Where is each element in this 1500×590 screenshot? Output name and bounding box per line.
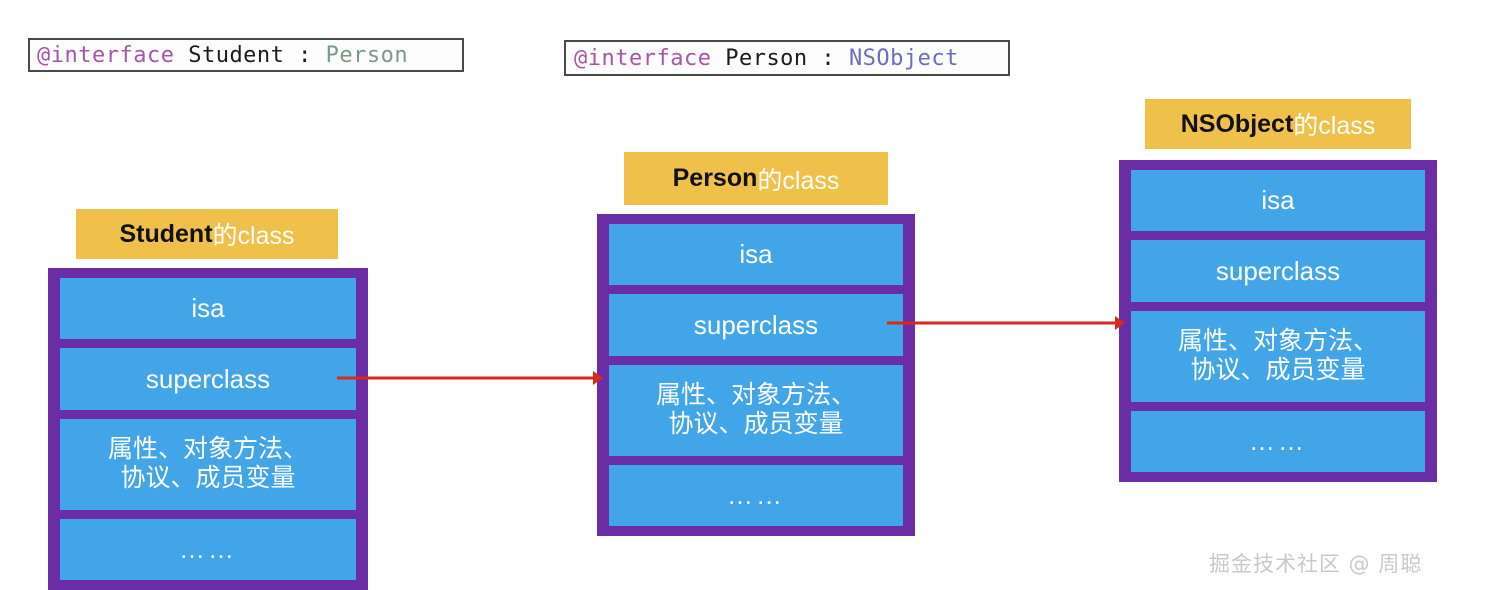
code-keyword: @interface xyxy=(37,42,175,68)
class-header-name: Student xyxy=(119,219,213,248)
slot-members: 属性、对象方法、 协议、成员变量 xyxy=(1131,310,1425,402)
class-header-suffix: 的class xyxy=(212,222,295,250)
slot-members: 属性、对象方法、 协议、成员变量 xyxy=(60,418,356,510)
code-class-name: Student xyxy=(188,42,285,68)
code-space xyxy=(711,46,725,71)
watermark-text: 掘金技术社区 @ 周聪 xyxy=(1209,552,1423,576)
slot-superclass: superclass xyxy=(609,294,903,356)
code-snippet-student-declaration: @interface Student : Person xyxy=(28,38,464,72)
arrow-person-superclass-to-nsobject xyxy=(887,316,1125,330)
slot-superclass: superclass xyxy=(60,348,356,410)
slot-ellipsis: …… xyxy=(1131,410,1425,472)
slot-members: 属性、对象方法、 协议、成员变量 xyxy=(609,364,903,456)
slot-superclass: superclass xyxy=(1131,240,1425,302)
slot-isa: isa xyxy=(1131,170,1425,232)
slot-ellipsis: …… xyxy=(609,464,903,526)
class-header-suffix: 的class xyxy=(757,166,840,195)
code-space xyxy=(174,43,188,68)
class-body-student: isa superclass 属性、对象方法、 协议、成员变量 …… xyxy=(48,268,368,590)
slot-ellipsis: …… xyxy=(60,518,356,580)
class-body-nsobject: isa superclass 属性、对象方法、 协议、成员变量 …… xyxy=(1119,160,1437,482)
code-snippet-person-declaration: @interface Person : NSObject xyxy=(564,40,1010,76)
slot-isa: isa xyxy=(609,224,903,286)
code-super-name: Person xyxy=(325,42,409,68)
code-colon: : xyxy=(807,45,849,71)
class-header-name: Person xyxy=(672,164,758,192)
code-class-name: Person xyxy=(725,45,808,71)
arrow-student-superclass-to-person xyxy=(337,371,603,385)
code-colon: : xyxy=(284,42,326,68)
class-header-suffix: 的class xyxy=(1293,112,1376,140)
code-super-name: NSObject xyxy=(848,45,959,71)
slot-isa: isa xyxy=(60,278,356,340)
class-body-person: isa superclass 属性、对象方法、 协议、成员变量 …… xyxy=(597,214,915,536)
class-header-name: NSObject xyxy=(1180,109,1294,138)
code-keyword: @interface xyxy=(574,45,712,71)
